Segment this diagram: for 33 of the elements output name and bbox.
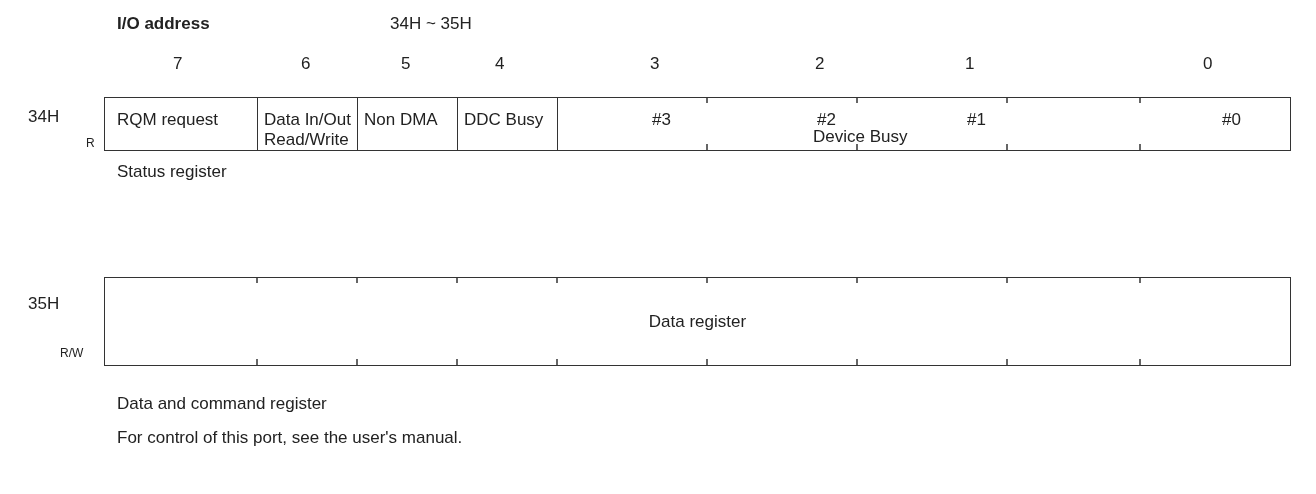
bit-field (557, 97, 1291, 151)
bit-number: 7 (173, 54, 183, 74)
port-address: 35H (28, 294, 60, 314)
field-label: Device Busy (813, 127, 908, 147)
bit-field (457, 97, 558, 151)
bit-number: 2 (815, 54, 825, 74)
bit-field (104, 97, 258, 151)
bit-label: #2 (816, 110, 836, 130)
register-name: Data and command register (117, 394, 327, 414)
register-box (104, 277, 1291, 366)
bit-field (357, 97, 458, 151)
field-label: Non DMA (364, 110, 439, 130)
field-label: Data In/Out Read/Write (264, 110, 352, 150)
bit-number: 4 (495, 54, 505, 74)
field-label: DDC Busy (464, 110, 545, 130)
field-label: Data register (647, 312, 748, 332)
access-mode: R (86, 136, 95, 150)
address-range: 34H ~ 35H (390, 14, 472, 34)
bit-field (257, 97, 358, 151)
bit-label: #1 (966, 110, 986, 130)
bit-number: 5 (401, 54, 411, 74)
register-name: Status register (117, 162, 227, 182)
access-mode: R/W (60, 346, 84, 360)
note-text: For control of this port, see the user's manual. (117, 428, 463, 448)
port-address: 34H (28, 107, 60, 127)
bit-number: 6 (301, 54, 311, 74)
bit-number: 3 (650, 54, 660, 74)
field-label: RQM request (117, 110, 220, 130)
bit-number: 1 (965, 54, 975, 74)
bit-number: 0 (1203, 54, 1213, 74)
bit-label: #0 (1221, 110, 1241, 130)
field-heading: I/O address (117, 14, 210, 34)
bit-label: #3 (651, 110, 671, 130)
